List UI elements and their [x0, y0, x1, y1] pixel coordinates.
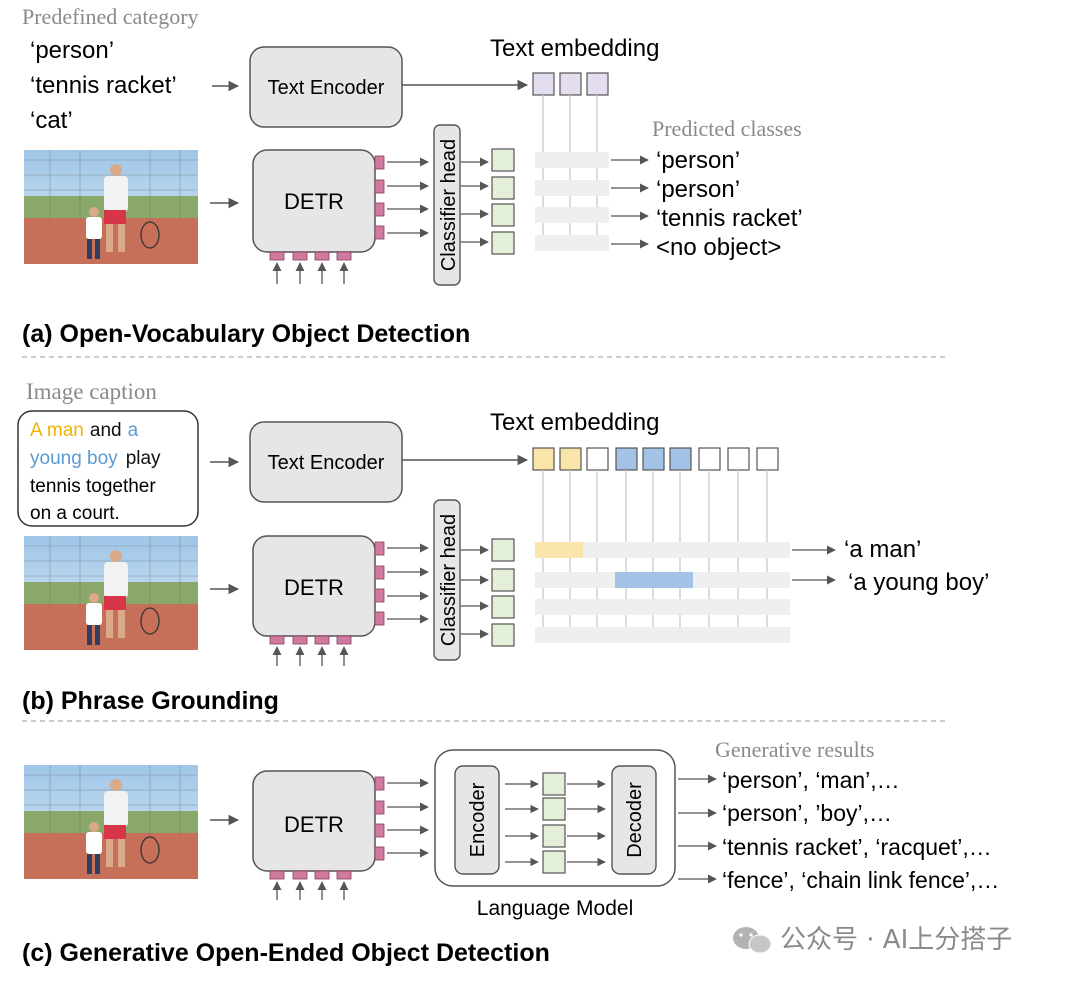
category-person: ‘person’ [30, 37, 114, 64]
predefined-category-label: Predefined category [22, 4, 199, 29]
region-features-b [491, 538, 515, 647]
decoder-box [611, 765, 657, 875]
image-caption-label: Image caption [26, 379, 157, 404]
predicted-classes-label: Predicted classes [652, 116, 802, 141]
tennis-photo-a [24, 150, 198, 264]
panel-a-title: (a) Open-Vocabulary Object Detection [22, 320, 470, 348]
text-embedding-tokens-a [532, 72, 609, 96]
classifier-head-b [433, 499, 461, 661]
query-outputs-c [269, 776, 385, 880]
caption-young-boy: young boy [30, 448, 118, 469]
category-cat: ‘cat’ [30, 107, 73, 134]
classifier-head-label-b: Classifier head [438, 514, 460, 646]
text-encoder-box-a [249, 46, 403, 128]
prediction-0: ‘person’ [656, 147, 740, 174]
prediction-1: ‘person’ [656, 176, 740, 203]
wechat-icon [733, 927, 772, 954]
encoder-box [454, 765, 500, 875]
similarity-bars-a [535, 152, 609, 251]
tennis-photo-c [24, 765, 198, 879]
caption-and: and [90, 420, 122, 441]
region-features-a [491, 148, 515, 255]
similarity-bars-b [535, 542, 790, 643]
decoder-label: Decoder [624, 782, 646, 858]
prediction-2: ‘tennis racket’ [656, 205, 803, 232]
query-outputs-a [269, 155, 385, 261]
caption-line-2: young boy play [30, 448, 161, 469]
caption-line-3: tennis together [30, 476, 156, 497]
classifier-head-a [433, 124, 461, 286]
prediction-3: <no object> [656, 234, 781, 261]
text-encoder-box-b [249, 421, 403, 503]
caption-a-man: A man [30, 420, 84, 441]
category-tennis-racket: ‘tennis racket’ [30, 72, 177, 99]
generative-result-2: ‘tennis racket’, ‘racquet’,… [722, 834, 992, 860]
detr-label-b: DETR [284, 575, 344, 600]
generative-result-1: ‘person’, ’boy’,… [722, 800, 892, 826]
generative-result-0: ‘person’, ‘man’,… [722, 767, 900, 793]
caption-box [17, 410, 199, 527]
encoder-label: Encoder [467, 782, 489, 857]
caption-play: play [126, 448, 161, 469]
query-outputs-b [269, 541, 385, 645]
classifier-head-label-a: Classifier head [438, 139, 460, 271]
text-embedding-tokens-b [532, 447, 779, 471]
detr-box-b [252, 535, 376, 637]
detr-box-c [252, 770, 376, 872]
generative-results-label: Generative results [715, 737, 874, 762]
detr-label-a: DETR [284, 189, 344, 214]
latent-features-c [542, 772, 566, 874]
text-embedding-label-b: Text embedding [490, 409, 659, 436]
tennis-photo-b [24, 536, 198, 650]
text-embedding-label-a: Text embedding [490, 35, 659, 62]
detr-box-a [252, 149, 376, 253]
panel-b-title: (b) Phrase Grounding [22, 687, 279, 715]
text-encoder-label-b: Text Encoder [268, 452, 385, 474]
generative-result-3: ‘fence’, ‘chain link fence’,… [722, 867, 999, 893]
language-model-label: Language Model [477, 897, 633, 920]
detr-label-c: DETR [284, 812, 344, 837]
watermark-text: 公众号 · AI上分搭子 [780, 925, 1012, 955]
caption-a: a [128, 420, 139, 441]
grounding-output-0: ‘a man’ [844, 536, 921, 563]
text-encoder-label-a: Text Encoder [268, 77, 385, 99]
grounding-output-1: ‘a young boy’ [848, 569, 989, 596]
panel-c-title: (c) Generative Open-Ended Object Detecti… [22, 939, 550, 967]
caption-line-4: on a court. [30, 503, 120, 524]
